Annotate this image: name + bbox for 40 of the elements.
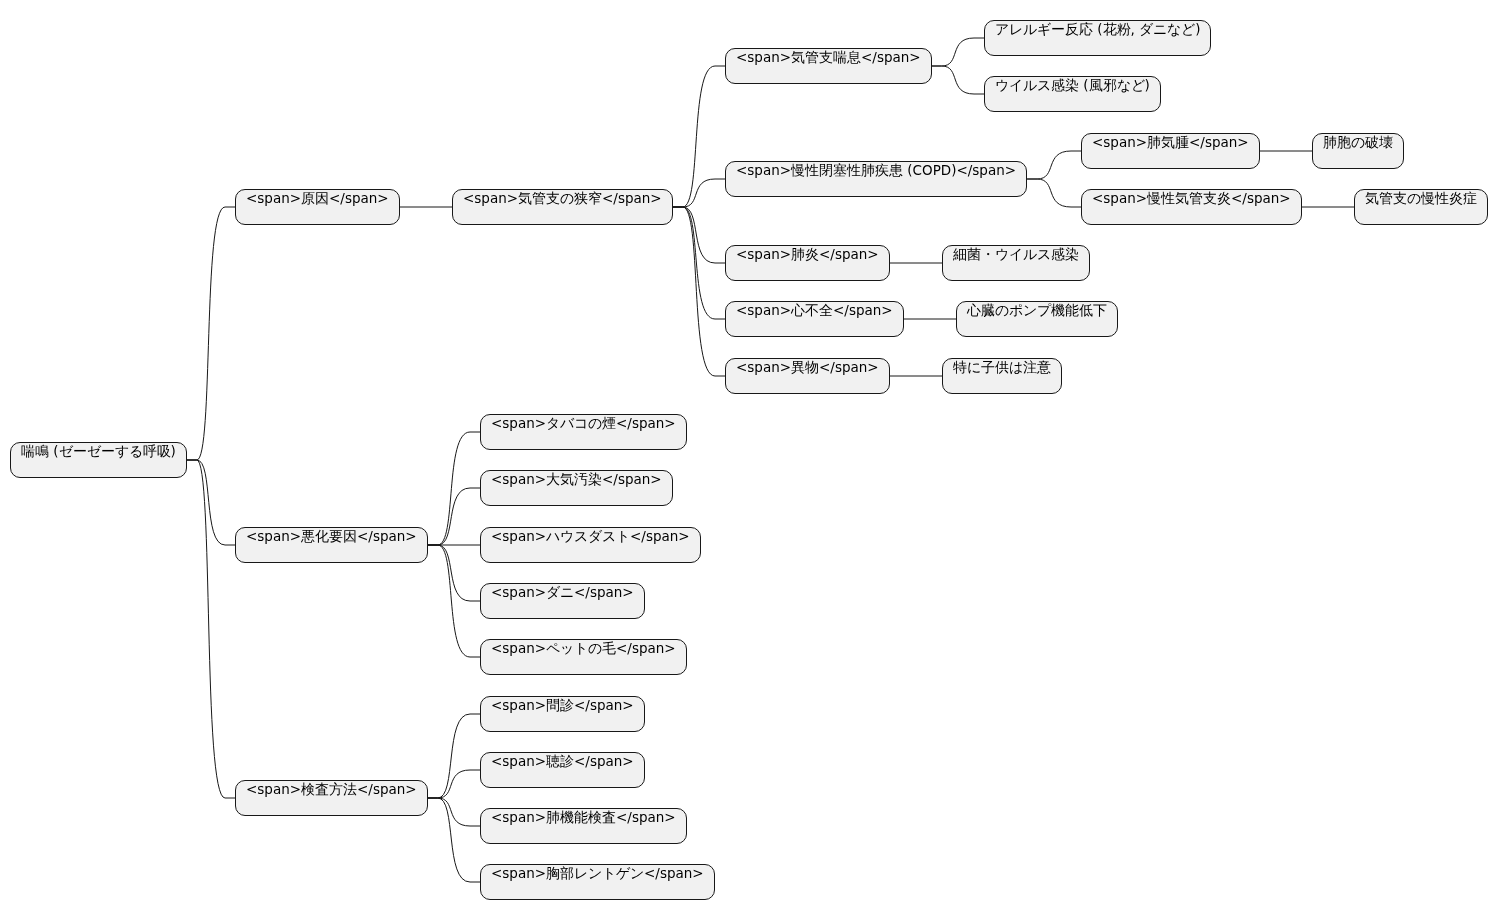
topic-box: <span>異物</span> xyxy=(725,358,890,394)
connector-line xyxy=(1301,206,1355,208)
topic-box: 心臓のポンプ機能低下 xyxy=(956,301,1118,337)
topic-box: ウイルス感染 (風邪など) xyxy=(984,76,1161,112)
topic-box: <span>検査方法</span> xyxy=(235,780,428,816)
connector-line xyxy=(672,206,726,377)
topic-box: <span>ペットの毛</span> xyxy=(480,639,687,675)
topic-box: <span>肺気腫</span> xyxy=(1081,133,1260,169)
topic-box: <span>気管支の狭窄</span> xyxy=(452,189,673,225)
topic-box: <span>ハウスダスト</span> xyxy=(480,527,701,563)
topic-box: <span>大気汚染</span> xyxy=(480,470,673,506)
connector-line xyxy=(186,459,236,799)
topic-box: 気管支の慢性炎症 xyxy=(1354,189,1488,225)
topic-box: アレルギー反応 (花粉, ダニなど) xyxy=(984,20,1212,56)
topic-box: 喘鳴 (ゼーゼーする呼吸) xyxy=(10,442,187,478)
connector-line xyxy=(889,262,943,264)
topic-box: <span>原因</span> xyxy=(235,189,400,225)
connector-line xyxy=(399,206,453,208)
topic-box: 特に子供は注意 xyxy=(942,358,1062,394)
topic-box: <span>聴診</span> xyxy=(480,752,645,788)
topic-box: <span>慢性閉塞性肺疾患 (COPD)</span> xyxy=(725,161,1028,197)
connector-line xyxy=(427,797,481,883)
topic-box: <span>悪化要因</span> xyxy=(235,527,428,563)
topic-box: <span>タバコの煙</span> xyxy=(480,414,687,450)
connector-line xyxy=(1259,150,1313,152)
topic-box: <span>ダニ</span> xyxy=(480,583,645,619)
topic-box: <span>問診</span> xyxy=(480,696,645,732)
topic-box: 肺胞の破壊 xyxy=(1312,133,1404,169)
topic-box: <span>肺機能検査</span> xyxy=(480,808,687,844)
topic-box: <span>気管支喘息</span> xyxy=(725,48,932,84)
topic-box: <span>慢性気管支炎</span> xyxy=(1081,189,1302,225)
connector-line xyxy=(889,375,943,377)
topic-box: <span>心不全</span> xyxy=(725,301,904,337)
topic-box: <span>肺炎</span> xyxy=(725,245,890,281)
connector-line xyxy=(1026,178,1082,208)
topic-box: <span>胸部レントゲン</span> xyxy=(480,864,715,900)
connector-line xyxy=(903,318,957,320)
connector-line xyxy=(427,544,481,658)
connector-line xyxy=(931,65,985,95)
topic-box: 細菌・ウイルス感染 xyxy=(942,245,1090,281)
